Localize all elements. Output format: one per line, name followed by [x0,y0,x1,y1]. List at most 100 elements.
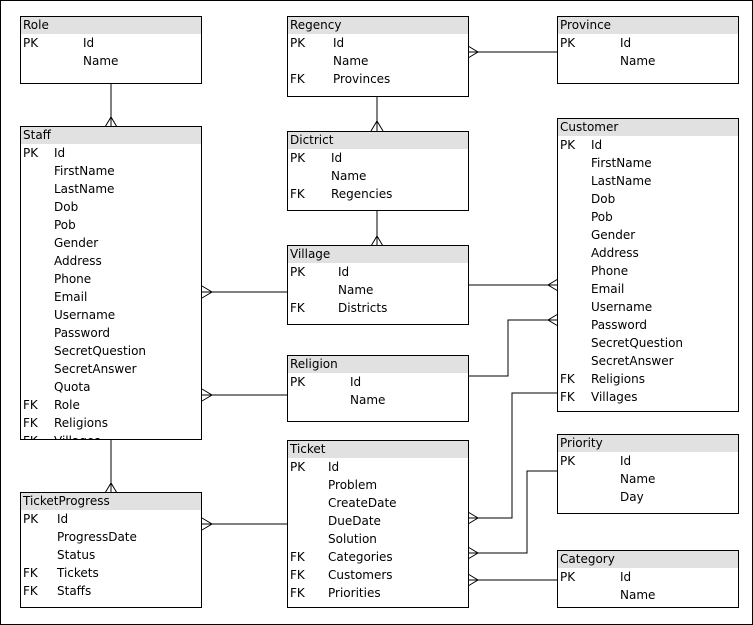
attribute-row[interactable]: Day [558,488,738,506]
attribute-row[interactable]: Name [558,52,738,70]
attribute-row[interactable]: Solution [288,530,468,548]
attribute-name: Staffs [57,584,92,598]
attribute-name: Id [620,570,632,584]
attribute-row[interactable]: Dob [21,198,201,216]
attribute-row[interactable]: Name [288,52,468,70]
key-marker: PK [290,375,306,389]
attribute-row[interactable]: Problem [288,476,468,494]
attribute-row[interactable]: ProgressDate [21,528,201,546]
attribute-row[interactable]: Gender [21,234,201,252]
key-marker: PK [560,138,576,152]
attribute-name: Password [54,326,111,340]
attribute-row[interactable]: Phone [21,270,201,288]
attribute-row[interactable]: Username [21,306,201,324]
attribute-name: SecretQuestion [591,336,684,350]
attribute-row[interactable]: Status [21,546,201,564]
attribute-row[interactable]: Pob [558,208,738,226]
attribute-row[interactable]: FirstName [558,154,738,172]
attribute-row[interactable]: Quota [21,378,201,396]
attribute-row[interactable]: Name [558,470,738,488]
attribute-row[interactable]: Name [21,52,201,70]
attribute-name: DueDate [328,514,381,528]
attribute-row[interactable]: Password [558,316,738,334]
attribute-name: Name [83,54,119,68]
attribute-row[interactable]: Name [288,167,468,185]
attribute-row[interactable]: Address [21,252,201,270]
entity-title: Staff [21,127,201,144]
attribute-row[interactable]: Name [558,586,738,604]
attribute-row[interactable]: SecretQuestion [558,334,738,352]
attribute-row[interactable]: Dob [558,190,738,208]
attribute-row[interactable]: LastName [21,180,201,198]
attribute-name: Name [620,588,656,602]
attribute-name: Dob [591,192,616,206]
rel-province-regency [467,45,558,59]
attribute-name: Provinces [333,72,391,86]
key-marker: FK [290,187,305,201]
attribute-row[interactable]: Name [288,281,468,299]
attribute-row[interactable]: LastName [558,172,738,190]
attribute-row[interactable]: Username [558,298,738,316]
entity-title: Province [558,17,738,34]
attribute-row[interactable]: Email [21,288,201,306]
attribute-row[interactable]: Address [558,244,738,262]
attribute-row[interactable]: Pob [21,216,201,234]
attribute-row[interactable]: SecretAnswer [21,360,201,378]
attribute-row[interactable]: Name [288,391,468,409]
attribute-row[interactable]: CreateDate [288,494,468,512]
key-marker: FK [290,72,305,86]
attribute-row[interactable]: DueDate [288,512,468,530]
attribute-row[interactable]: SecretQuestion [21,342,201,360]
attribute-row[interactable]: FK Staffs [21,582,201,600]
attribute-name: Gender [591,228,636,242]
attribute-row[interactable]: Phone [558,262,738,280]
attribute-row[interactable]: FirstName [21,162,201,180]
attribute-row[interactable]: Email [558,280,738,298]
attribute-name: CreateDate [328,496,397,510]
attribute-row[interactable]: Gender [558,226,738,244]
attribute-name: Gender [54,236,99,250]
key-marker: FK [23,584,38,598]
attribute-row[interactable]: Password [21,324,201,342]
rel-village-staff [201,285,288,299]
attribute-row[interactable]: SecretAnswer [558,352,738,370]
attribute-row[interactable]: FK Provinces [288,70,468,88]
rel-role-staff [104,83,118,128]
